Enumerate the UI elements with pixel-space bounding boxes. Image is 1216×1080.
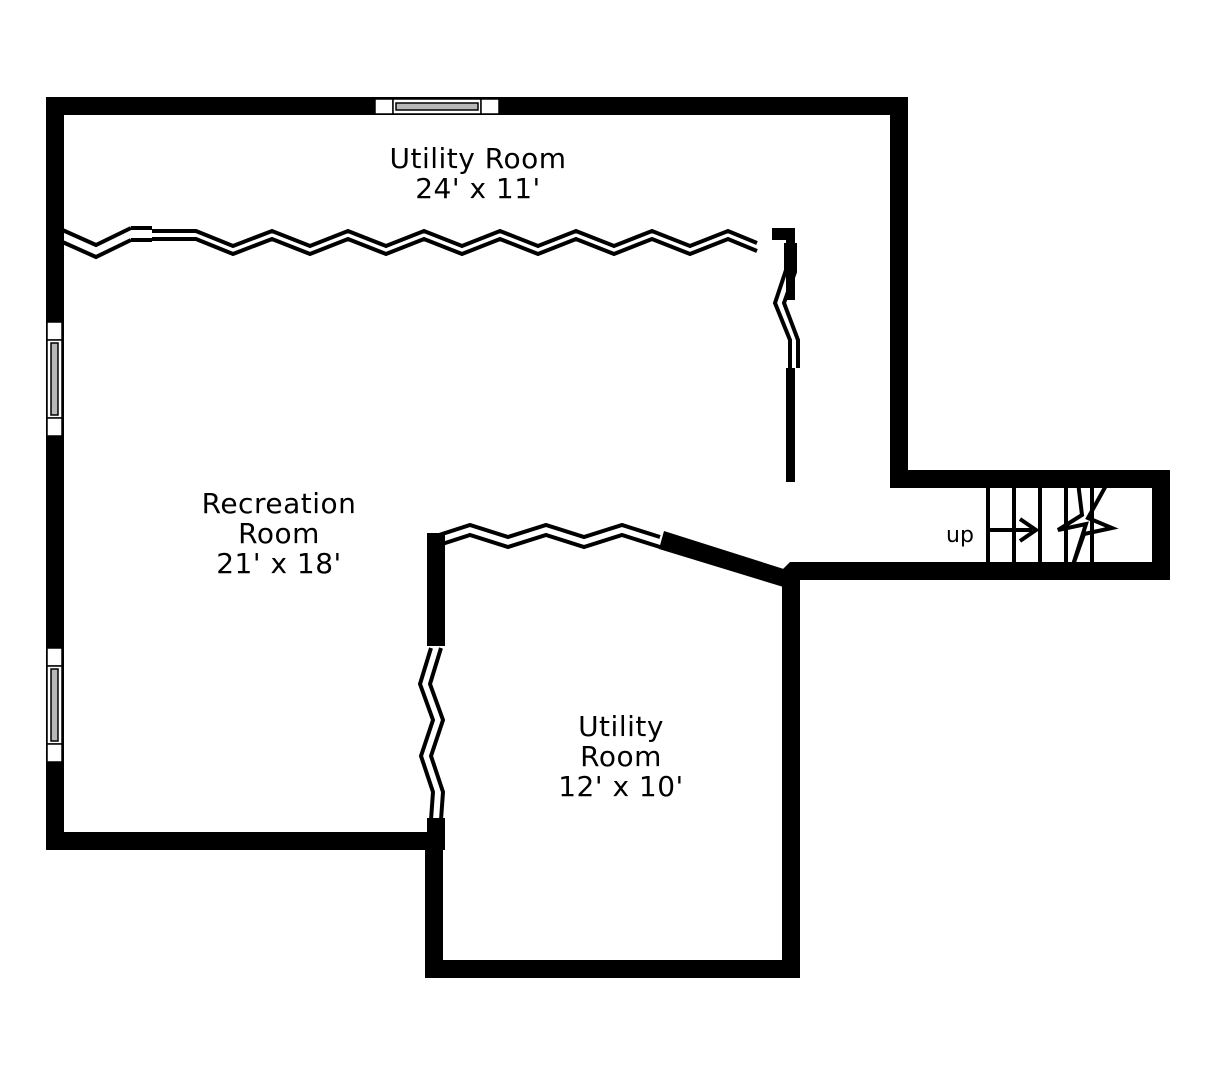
utility-upper-name: Utility Room [390, 142, 567, 175]
utility-upper-dimensions: 24' x 11' [415, 172, 541, 205]
stair-run [986, 481, 1119, 569]
window-left-lower [46, 647, 63, 763]
utility-lower-name-line1: Utility [578, 710, 664, 743]
room-label-recreation: Recreation Room 21' x 18' [202, 487, 357, 580]
utility-lower-name-line2: Room [580, 740, 662, 773]
recreation-dimensions: 21' x 18' [216, 547, 342, 580]
partial-wall-break-lines [57, 226, 800, 821]
interior-partition-right [772, 228, 795, 482]
stair-break-line [1056, 481, 1119, 569]
room-label-utility-lower: Utility Room 12' x 10' [558, 710, 684, 803]
utility-lower-dimensions: 12' x 10' [558, 770, 684, 803]
window-left-upper [46, 321, 63, 437]
room-label-utility-upper: Utility Room 24' x 11' [390, 142, 567, 205]
window-top [374, 98, 500, 115]
stair-up-arrow-icon [988, 517, 1040, 543]
interior-wall-utility-lower [427, 531, 800, 978]
stair-risers [986, 488, 1094, 562]
wall-corner-rounding [46, 97, 1170, 978]
stair-direction-label: up [946, 523, 974, 548]
recreation-name-line1: Recreation [202, 487, 357, 520]
recreation-name-line2: Room [238, 517, 320, 550]
